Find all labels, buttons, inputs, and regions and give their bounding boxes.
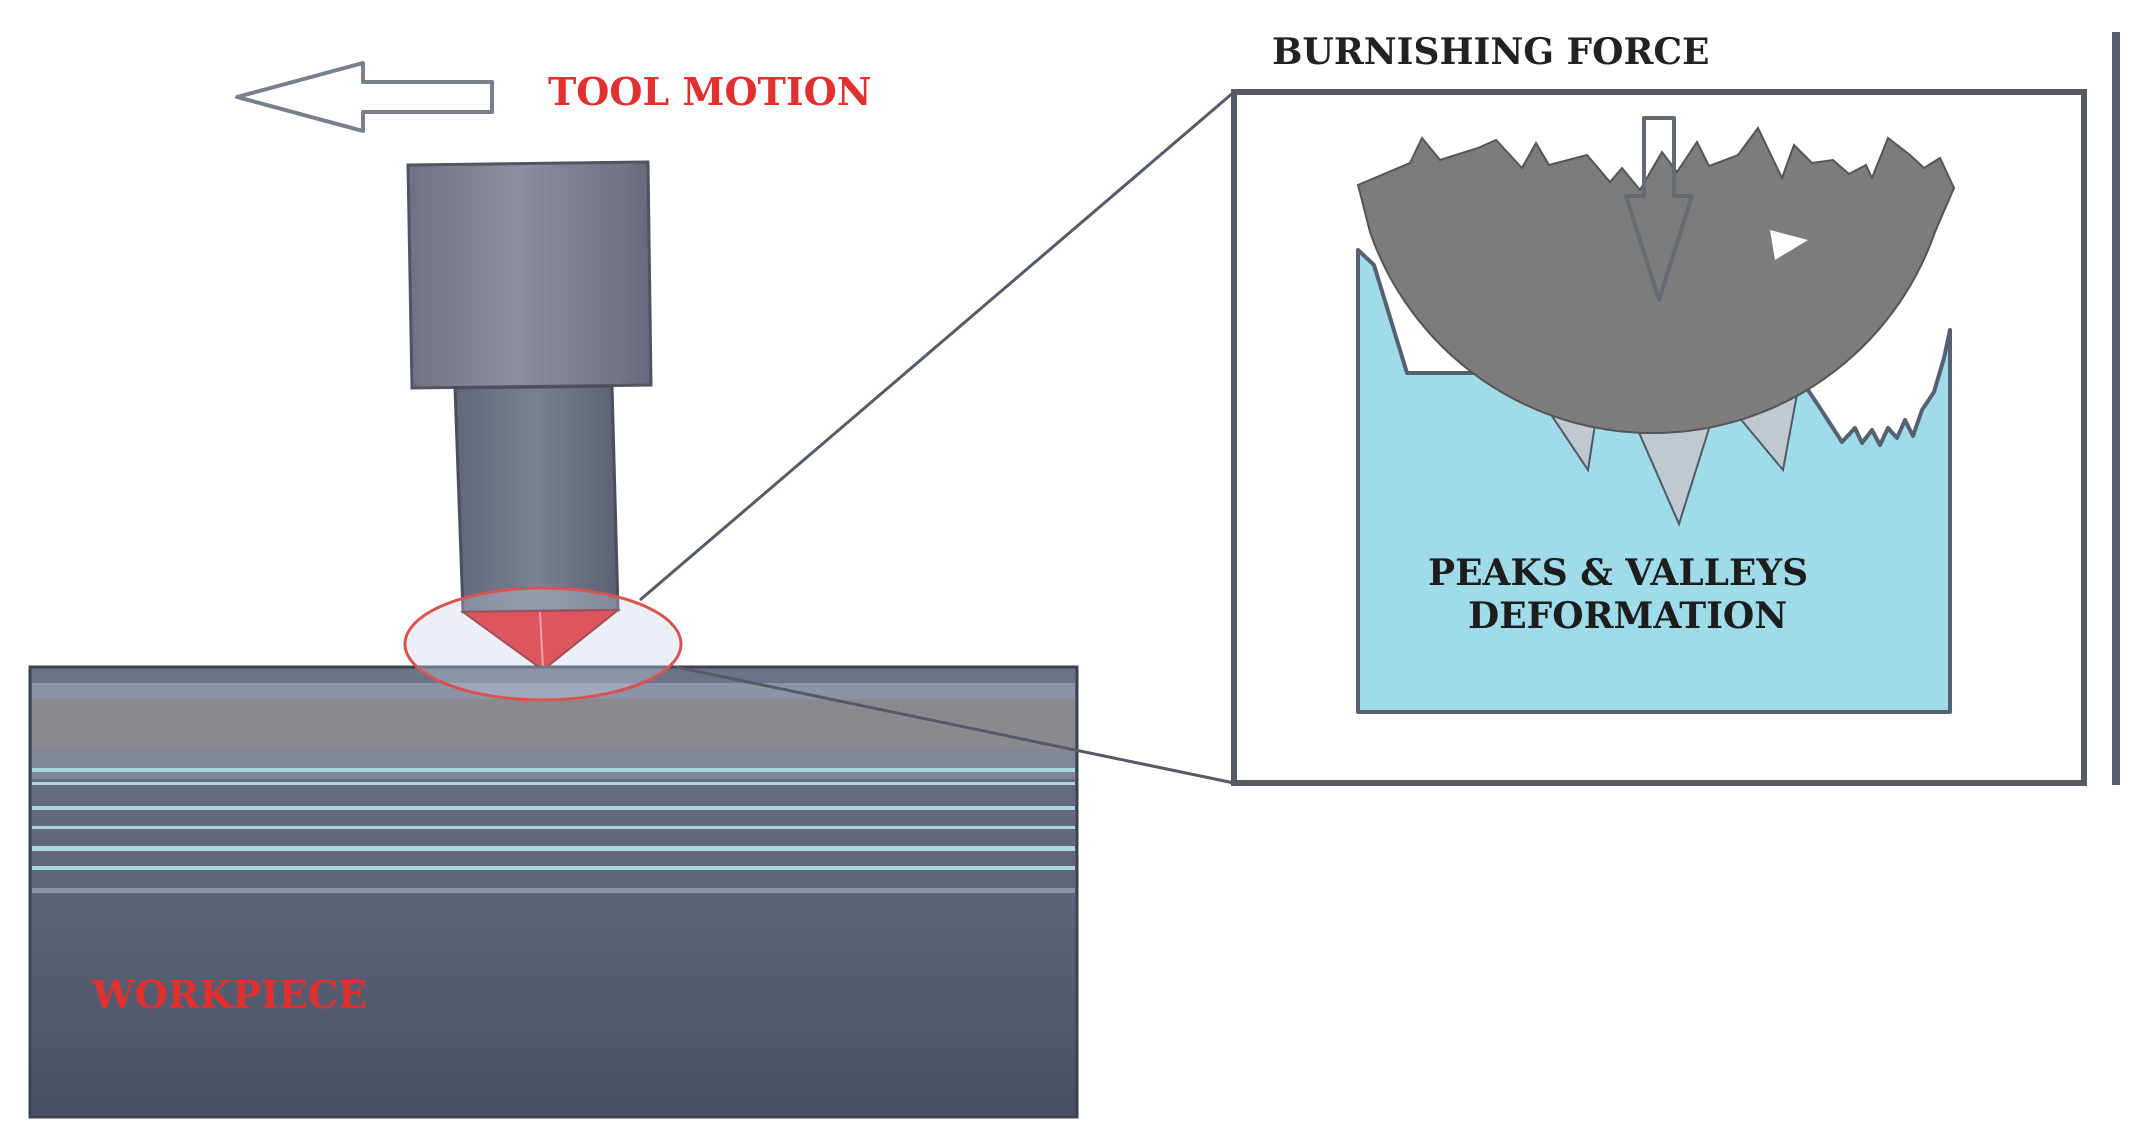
down-arrow-icon [1624, 116, 1694, 302]
deformation-label-line1: PEAKS & VALLEYS [1428, 552, 1808, 594]
workpiece [28, 665, 1079, 1119]
tool-motion-label: TOOL MOTION [548, 69, 871, 114]
zoom-line-top [639, 90, 1235, 602]
zoom-line-bottom [675, 665, 1235, 785]
burnishing-force-label: BURNISHING FORCE [1272, 31, 1709, 73]
contact-zone-ellipse [403, 586, 683, 702]
burnishing-ball [1356, 126, 1956, 435]
deformation-label-line2: DEFORMATION [1468, 595, 1787, 637]
side-strip [2112, 32, 2120, 785]
workpiece-label: WORKPIECE [91, 972, 367, 1017]
burnishing-tool [406, 160, 653, 672]
left-arrow-icon [235, 61, 494, 133]
